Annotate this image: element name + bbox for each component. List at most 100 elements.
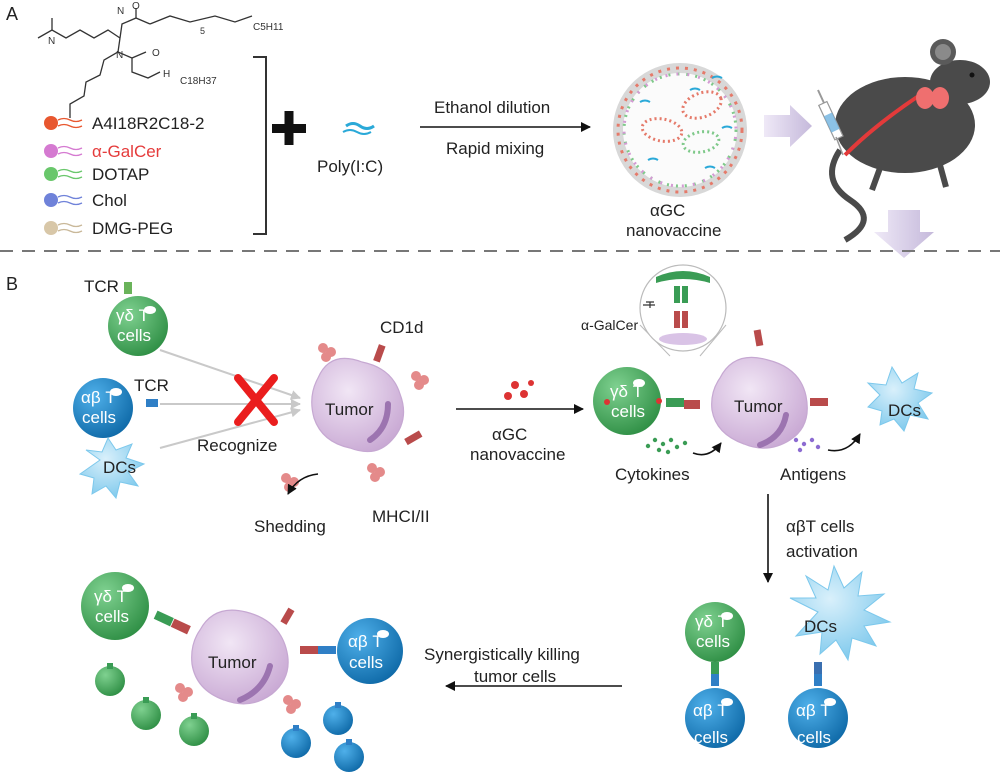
ab-t-cell-br2-line1: αβ T	[796, 701, 831, 720]
dc-bottom-right: DCs	[789, 564, 892, 662]
proliferating-ab-cells	[281, 702, 364, 772]
structure-atom-n3: N	[116, 50, 123, 61]
gd-t-cell-left-line2: cells	[117, 326, 151, 345]
vaccine-arrow-label-2: nanovaccine	[470, 445, 565, 464]
tcr-label-mid: TCR	[134, 376, 169, 395]
structure-atom-h: H	[163, 69, 170, 80]
gd-t-cell-left-line1: γδ T	[116, 306, 149, 325]
mhc-receptor	[404, 430, 423, 446]
ab-t-cell-bottom-left: αβ T cells	[337, 618, 403, 684]
ab-t-cell-bl-line1: αβ T	[348, 632, 383, 651]
tcr-receptor-mid	[146, 399, 158, 407]
lipid-icon-dmg-peg	[44, 221, 58, 235]
ab-t-cell-bl-line2: cells	[349, 653, 383, 672]
ab-t-cell-left-line2: cells	[82, 408, 116, 427]
tcr-cd1d-synapse	[666, 398, 684, 407]
gd-t-cell-bl-line1: γδ T	[94, 587, 127, 606]
gd-t-cell-middle: γδ T cells	[593, 367, 662, 435]
lipid-structure	[37, 8, 253, 118]
dc-left: DCs	[78, 436, 146, 500]
tcr-receptor-top	[124, 282, 132, 294]
legend-label-chol: Chol	[92, 191, 127, 210]
activation-label-line2: activation	[786, 542, 858, 561]
legend-bracket	[253, 56, 267, 235]
process-step-2: Rapid mixing	[446, 139, 544, 158]
mhc-molecules	[281, 343, 429, 492]
gd-t-cell-bottom-right: γδ T cells	[685, 602, 745, 662]
panel-b-label: B	[6, 274, 18, 294]
shedding-label: Shedding	[254, 517, 326, 536]
antigens-label: Antigens	[780, 465, 846, 484]
cytokine-arrow	[692, 442, 722, 456]
antigen-dots	[793, 437, 821, 453]
tumor-label-2: Tumor	[734, 397, 783, 416]
tcr-label-top: TCR	[84, 277, 119, 296]
zoom-callout	[639, 264, 727, 357]
lipid-icon-chol	[44, 193, 58, 207]
legend-item-dmg-peg: DMG-PEG	[44, 219, 173, 238]
tumor-cell-3: Tumor	[191, 609, 289, 705]
ab-t-cell-left-line1: αβ T	[81, 388, 116, 407]
dc-right-label: DCs	[888, 401, 921, 420]
activation-label-line1: αβT cells	[786, 517, 854, 536]
legend-label-dotap: DOTAP	[92, 165, 149, 184]
shedding-arrow	[287, 473, 319, 495]
tumor-cell-2: Tumor	[711, 356, 808, 449]
lipid-icon-dotap	[44, 167, 58, 181]
ab-t-cell-br2-line2: cells	[797, 728, 831, 747]
structure-atom-o1: O	[132, 1, 140, 12]
gd-t-cell-br-line2: cells	[696, 632, 730, 651]
gd-t-cell-middle-line2: cells	[611, 402, 645, 421]
ab-t-cell-br1-line2: cells	[694, 728, 728, 747]
ab-t-cell-br1-line1: αβ T	[693, 701, 728, 720]
vaccine-arrow-label-1: αGC	[492, 425, 527, 444]
cd1d-receptor	[373, 344, 386, 363]
gd-t-cell-middle-line1: γδ T	[610, 382, 643, 401]
lipid-legend: A4I18R2C18-2 α-GalCer DOTAP Chol DMG-PEG	[44, 114, 204, 238]
panel-a-label: A	[6, 4, 18, 24]
gd-t-cell-left: γδ T cells	[108, 296, 168, 356]
ab-t-cell-bottom-right-1: αβ T cells	[685, 688, 745, 748]
lipid-icon-agalcer	[44, 144, 58, 158]
nanovaccine-dots-icon	[504, 380, 534, 400]
legend-label-agalcer: α-GalCer	[92, 142, 162, 161]
cytokines-dots	[645, 437, 688, 455]
mouse-illustration	[829, 39, 990, 243]
red-x-icon	[234, 374, 278, 426]
legend-item-dotap: DOTAP	[44, 165, 149, 184]
legend-item-a4i18r2c18: A4I18R2C18-2	[44, 114, 204, 133]
syringe-icon	[817, 89, 844, 156]
dc-left-label: DCs	[103, 458, 136, 477]
dc-right: DCs	[866, 365, 934, 432]
legend-item-chol: Chol	[44, 191, 127, 210]
cd1d-label: CD1d	[380, 318, 423, 337]
structure-atom-n2: N	[48, 36, 55, 47]
nanovaccine-label-line2: nanovaccine	[626, 221, 721, 240]
structure-chain-c5h11: C5H11	[253, 22, 284, 33]
down-block-arrow	[874, 210, 934, 258]
structure-atom-o2: O	[152, 48, 160, 59]
inject-block-arrow	[764, 105, 812, 147]
polyic-strand-icon	[345, 122, 375, 130]
gd-t-cell-bottom-left: γδ T cells	[81, 572, 149, 640]
synergy-label-line2: tumor cells	[474, 667, 556, 686]
legend-item-agalcer: α-GalCer	[44, 142, 162, 161]
ab-t-cell-bottom-right-2: αβ T cells	[788, 688, 848, 748]
antigen-arrow	[827, 433, 861, 452]
lipid-icon-a4i18r2c18	[44, 116, 58, 130]
legend-label-dmg-peg: DMG-PEG	[92, 219, 173, 238]
structure-chain-n5: 5	[200, 26, 205, 36]
structure-chain-c18h37: C18H37	[180, 76, 217, 87]
tumor-label-3: Tumor	[208, 653, 257, 672]
synergy-label-line1: Synergistically killing	[424, 645, 580, 664]
process-step-1: Ethanol dilution	[434, 98, 550, 117]
plus-icon	[272, 111, 306, 145]
tumor-cell-1: Tumor	[311, 357, 405, 453]
gd-t-cell-br-line1: γδ T	[695, 612, 728, 631]
proliferating-gd-cells	[95, 663, 209, 746]
mhc-molecules-bottom	[175, 683, 301, 714]
recognize-label: Recognize	[197, 436, 277, 455]
agalcer-callout-label: α-GalCer	[581, 317, 638, 333]
